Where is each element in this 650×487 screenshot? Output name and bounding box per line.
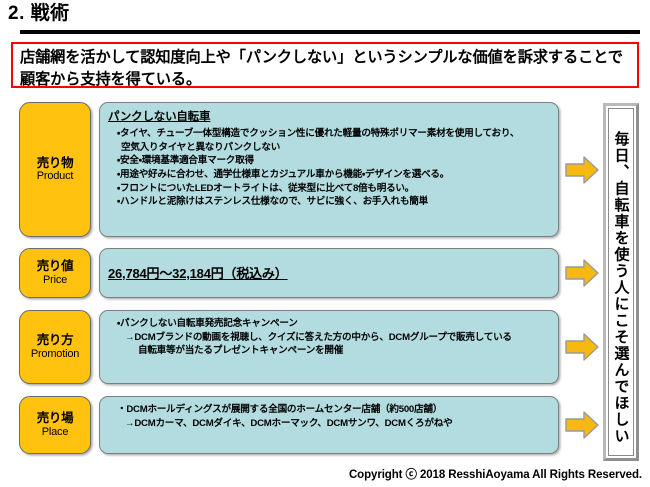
bullet-line: 空気入りタイヤと異なりパンクしない	[121, 141, 281, 153]
bullet-line: ・フロントについたLEDオートライトは、従来型に比べて8倍も明るい。	[117, 182, 415, 194]
page-title: 2. 戦術	[8, 3, 70, 24]
mix-content-price: 26,784円～32,184円（税込み）	[99, 248, 559, 298]
bullet-line: →DCMカーマ、DCMダイキ、DCMホーマック、DCMサンワ、DCMくろがねや	[125, 417, 453, 429]
content-heading: パンクしない自転車	[108, 111, 211, 123]
mix-label-en: Price	[42, 273, 68, 286]
right-arrow-icon	[565, 410, 599, 440]
mix-label-en: Product	[36, 170, 74, 183]
vertical-tagline-banner: 毎日、自転車を使う人にこそ選んでほしい	[603, 103, 639, 461]
mix-content-place: ・DCMホールディングスが展開する全国のホームセンター店舗（約500店舗） →DC…	[99, 396, 559, 454]
footer-copyright: Copyright ⓒ 2018 ResshiAoyama All Rights…	[348, 469, 642, 481]
key-message-text: 店舗網を活かして認知度向上や「パンクしない」というシンプルな価値を訴求することで…	[20, 49, 623, 88]
mix-label-ja: 売り値	[36, 259, 74, 274]
right-arrow-icon	[565, 332, 599, 362]
bullet-line: ・DCMホールディングスが展開する全国のホームセンター店舗（約500店舗）	[117, 404, 443, 415]
bullet-line: ・用途や好みに合わせ、通学仕様車とカジュアル車から機能・デザインを選べる。	[117, 169, 450, 181]
bullet-line: ・安全・環境基準適合車マーク取得	[117, 155, 254, 167]
bullet-line: →DCMブランドの動画を視聴し、クイズに答えた方の中から、DCMグループで販売し…	[125, 331, 512, 343]
mix-label-en: Promotion	[30, 347, 80, 360]
mix-label-ja: 売り方	[36, 333, 74, 348]
vertical-tagline-text: 毎日、自転車を使う人にこそ選んでほしい	[612, 131, 630, 445]
vertical-tagline-inner: 毎日、自転車を使う人にこそ選んでほしい	[608, 108, 634, 456]
price-value: 26,784円～32,184円（税込み）	[108, 266, 288, 281]
mix-content-product: パンクしない自転車・タイヤ、チューブ一体型構造でクッション性に優れた軽量の特殊ポ…	[99, 102, 559, 237]
mix-content-promotion: ・パンクしない自転車発売記念キャンペーン →DCMブランドの動画を視聴し、クイズに…	[99, 310, 559, 384]
mix-label-en: Place	[41, 425, 69, 438]
mix-label-ja: 売り場	[36, 411, 74, 426]
right-arrow-icon	[565, 258, 599, 288]
key-message-box: 店舗網を活かして認知度向上や「パンクしない」というシンプルな価値を訴求することで…	[11, 42, 639, 88]
bullet-line: ・パンクしない自転車発売記念キャンペーン	[117, 318, 298, 329]
bullet-line: 自転車等が当たるプレゼントキャンペーンを開催	[138, 345, 344, 357]
right-arrow-icon	[565, 155, 599, 185]
mix-label-ja: 売り物	[36, 155, 74, 170]
bullet-line: ・ハンドルと泥除けはステンレス仕様なので、サビに強く、お手入れも簡単	[117, 196, 428, 208]
bullet-line: ・タイヤ、チューブ一体型構造でクッション性に優れた軽量の特殊ポリマー素材を使用し…	[117, 128, 520, 140]
title-underline-rule	[20, 30, 640, 34]
